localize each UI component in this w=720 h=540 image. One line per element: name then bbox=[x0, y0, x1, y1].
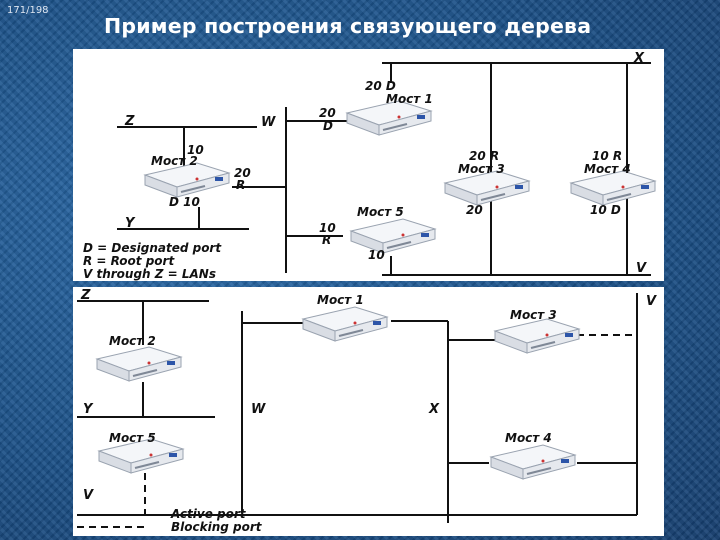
lan-w-label: W bbox=[261, 115, 276, 130]
bridge4-port-bottom: 10 D bbox=[590, 203, 621, 217]
lan-v-label: V bbox=[636, 261, 647, 276]
lan-y-label: Y bbox=[83, 402, 94, 417]
legend-designated: D = Designated port bbox=[83, 241, 222, 255]
bridge4-label: Мост 4 bbox=[505, 431, 552, 445]
lan-x-label: X bbox=[428, 402, 440, 417]
lan-w-label: W bbox=[251, 402, 266, 417]
bridge1-port-left-role: D bbox=[323, 119, 333, 133]
bridge5-port-left-num: 10 bbox=[319, 221, 336, 235]
top-diagram: X V W Z Y Мост 1 20 D 20 D Мост 2 10 20 … bbox=[83, 51, 656, 281]
top-diagram-panel: X V W Z Y Мост 1 20 D 20 D Мост 2 10 20 … bbox=[73, 49, 664, 281]
bridge4-device bbox=[490, 444, 576, 480]
slide-title: Пример построения связующего дерева bbox=[104, 14, 592, 38]
bridge1-port-top: 20 D bbox=[365, 79, 396, 93]
bridge2-label: Мост 2 bbox=[151, 154, 198, 168]
bridge1-label: Мост 1 bbox=[386, 92, 433, 106]
bottom-diagram: Z Y W X V V Мост 1 Мост 2 Мост 3 Мост 4 … bbox=[77, 288, 657, 534]
bridge4-label: Мост 4 bbox=[584, 162, 631, 176]
bridge1-device bbox=[302, 306, 388, 342]
bridge3-device bbox=[444, 170, 530, 206]
lan-x-label: X bbox=[633, 51, 645, 66]
bridge3-port-top: 20 R bbox=[469, 149, 499, 163]
bridge5-label: Мост 5 bbox=[109, 431, 156, 445]
lan-v-label-top: V bbox=[646, 294, 657, 309]
bridge2-port-top: 10 bbox=[187, 143, 204, 157]
lan-y-label: Y bbox=[125, 216, 136, 231]
slide-counter: 171/198 bbox=[7, 5, 49, 16]
bridge2-device bbox=[96, 346, 182, 382]
bridge5-device bbox=[350, 218, 436, 254]
lan-z-label: Z bbox=[124, 114, 135, 129]
bridge1-device bbox=[346, 100, 432, 136]
bridge5-port-bottom: 10 bbox=[368, 248, 385, 262]
lan-v-label: V bbox=[83, 488, 94, 503]
bridge4-device bbox=[570, 170, 656, 206]
bridge5-port-left-role: R bbox=[322, 233, 331, 247]
bridge2-port-right-role: R bbox=[236, 178, 245, 192]
bridge5-label: Мост 5 bbox=[357, 205, 404, 219]
bottom-diagram-panel: Z Y W X V V Мост 1 Мост 2 Мост 3 Мост 4 … bbox=[73, 287, 664, 536]
bridge4-port-top: 10 R bbox=[592, 149, 622, 163]
bridge1-port-left-num: 20 bbox=[319, 106, 336, 120]
bridge2-label: Мост 2 bbox=[109, 334, 156, 348]
bridge2-port-bottom: D 10 bbox=[169, 195, 200, 209]
bridge1-label: Мост 1 bbox=[317, 293, 364, 307]
lan-z-label: Z bbox=[80, 288, 91, 303]
legend-lans: V through Z = LANs bbox=[83, 267, 216, 281]
bridge3-label: Мост 3 bbox=[458, 162, 505, 176]
bridge3-device bbox=[494, 318, 580, 354]
legend-blocking: Blocking port bbox=[171, 520, 263, 534]
bridge3-port-bottom: 20 bbox=[466, 203, 483, 217]
bridge2-device bbox=[144, 162, 230, 198]
legend-root: R = Root port bbox=[83, 254, 175, 268]
legend-active: Active port bbox=[170, 507, 247, 521]
bridge3-label: Мост 3 bbox=[510, 308, 557, 322]
bridge2-port-right-num: 20 bbox=[234, 166, 251, 180]
